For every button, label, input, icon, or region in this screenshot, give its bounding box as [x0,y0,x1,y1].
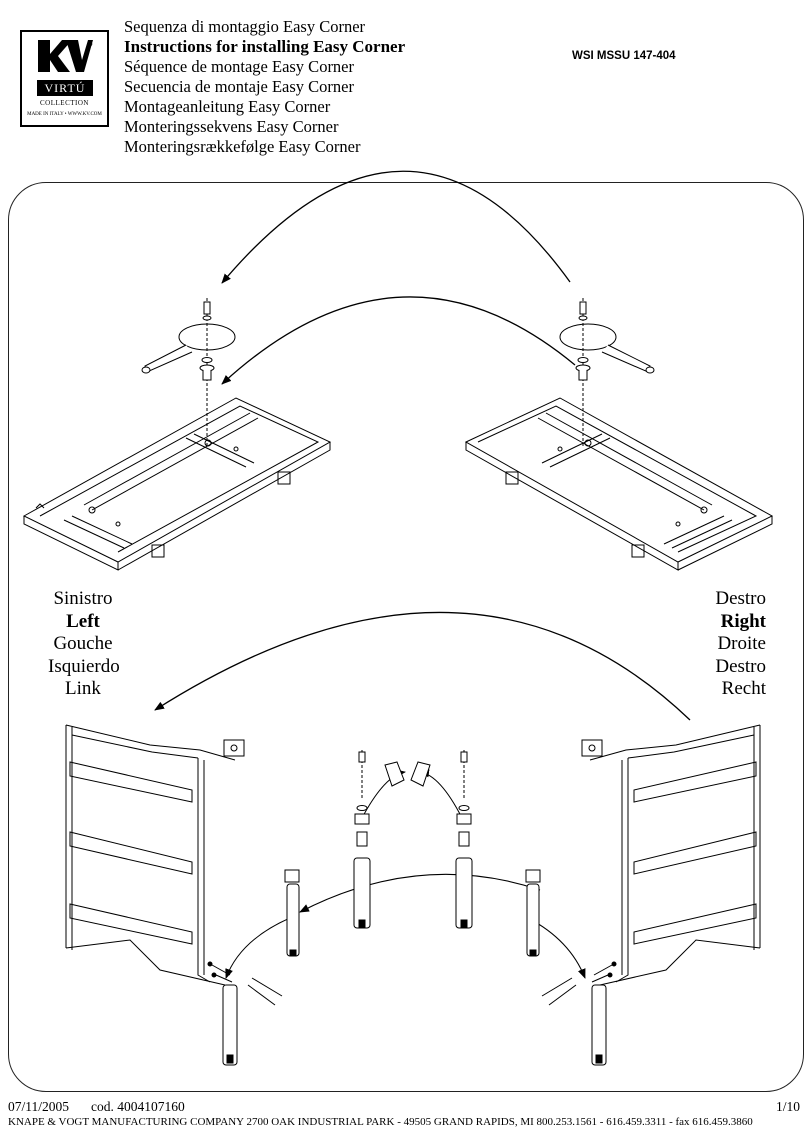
arrow-middle [154,611,691,721]
left-side-label: Sinistro Left Gouche Isquierdo Link [48,588,120,701]
left-label-it: Sinistro [53,588,113,609]
arrow-top-outer [221,170,571,284]
title-spanish: Secuencia de montaje Easy Corner [124,77,354,96]
kv-monogram-icon [38,40,93,72]
kv-logo: VIRTÚ COLLECTION MADE IN ITALY • WWW.KV.… [20,30,109,127]
right-swivel-plate [559,298,655,448]
title-english: Instructions for installing Easy Corner [124,37,406,56]
right-base-frame [464,397,774,571]
made-in-italy: MADE IN ITALY • WWW.KV.COM [27,112,102,117]
right-label-de: Recht [721,678,766,699]
left-basket [65,724,245,986]
document-code: WSI MSSU 147-404 [572,50,676,62]
title-swedish: Monteringssekvens Easy Corner [124,117,339,136]
left-label-fr: Gouche [53,633,113,654]
right-label-en: Right [720,610,766,632]
center-hardware [222,750,607,1066]
left-base-frame [22,397,332,571]
right-label-fr: Droite [717,633,766,654]
footer-company: KNAPE & VOGT MANUFACTURING COMPANY 2700 … [8,1116,753,1128]
screws [207,961,617,1006]
title-block: Sequenza di montaggio Easy Corner Instru… [124,17,405,157]
right-side-label: Destro Right Droite Destro Recht [690,588,766,701]
footer-date-code: 07/11/2005 cod. 4004107160 [8,1099,185,1115]
right-label-it: Destro [715,588,766,609]
arrow-lower [299,873,541,913]
left-label-es: Isquierdo [48,655,120,677]
page-number: 1/10 [775,1099,800,1114]
diagram-panel [8,182,804,1092]
brand-collection: COLLECTION [40,99,89,107]
right-basket [581,724,761,986]
footer-date: 07/11/2005 [8,1099,70,1114]
right-label-es: Destro [715,655,766,677]
title-danish: Monteringsrækkefølge Easy Corner [124,137,361,156]
title-italian: Sequenza di montaggio Easy Corner [124,17,366,36]
left-label-en: Left [66,610,100,632]
title-german: Montageanleitung Easy Corner [124,97,331,116]
left-label-de: Link [65,678,101,699]
brand-name: VIRTÚ [37,80,93,96]
arrow-top-inner [221,296,576,385]
arrow-hinge-right [419,769,463,819]
footer-cod: cod. 4004107160 [91,1099,185,1114]
title-french: Séquence de montage Easy Corner [124,57,355,76]
arrow-left-foot [225,917,291,979]
left-swivel-plate [141,298,236,448]
